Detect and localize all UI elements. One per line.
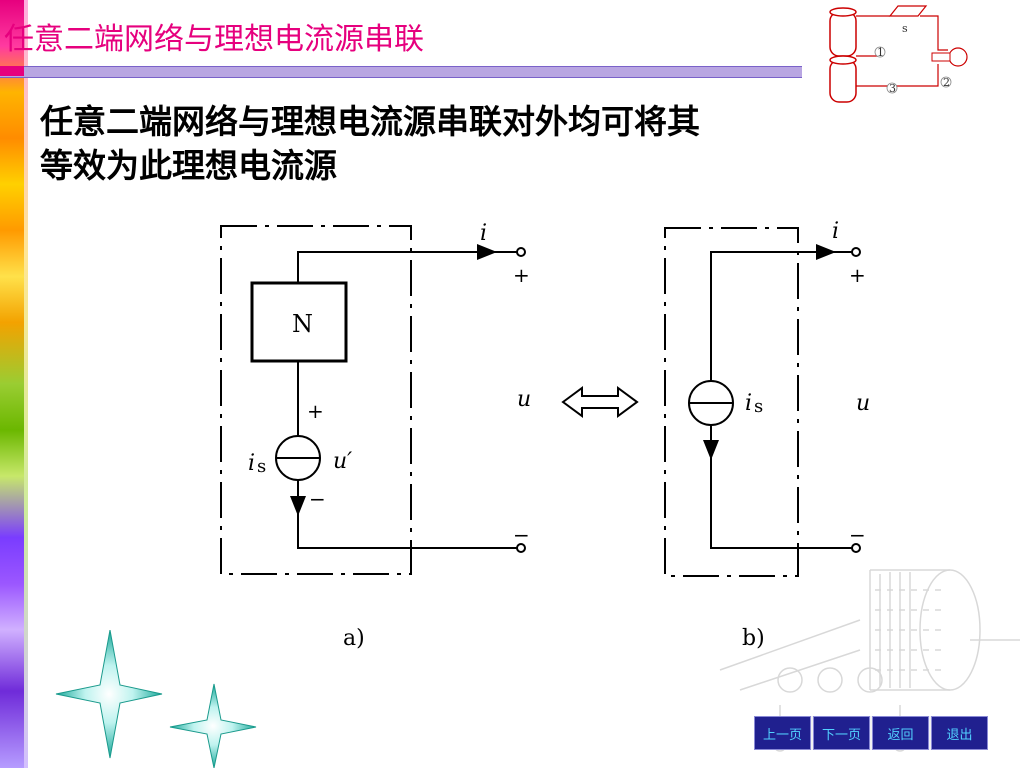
logo-marker-1: 1 [877,46,884,59]
exit-button[interactable]: 退出 [931,716,988,750]
logo-bulb [931,47,968,67]
star-small-icon [169,683,257,768]
circuit-a-inner-plus: + [307,399,324,423]
circuit-a-inner-minus: − [309,487,326,511]
star-large-icon [55,630,163,759]
circuit-b-current-source [688,380,734,426]
circuit-a-dashed-frame [220,225,412,575]
equivalence-double-arrow [561,386,639,418]
circuit-b-dashed-frame [664,227,799,577]
logo-marker-1-circle [874,46,886,58]
circuit-b-low-wire [710,425,853,549]
circuit-b-top-wire [710,251,853,381]
circuit-b-source-subscript: s [754,396,763,417]
circuit-a-current-label: i [480,221,487,246]
circuit-a-plus-top: + [513,263,530,287]
caption-a: a) [343,626,365,651]
circuit-a-low-wire [297,480,518,549]
circuit-b-voltage-label: u [856,391,870,416]
body-line-1: 任意二端网络与理想电流源串联对外均可将其 [40,102,700,141]
header-rule [0,66,802,78]
body-statement: 任意二端网络与理想电流源串联对外均可将其 等效为此理想电流源 [40,100,840,188]
circuit-b-source-label: i [745,391,752,416]
left-decorative-strip [0,0,28,768]
logo-wires [856,15,948,87]
circuit-a-current-source [275,435,321,481]
page-title: 任意二端网络与理想电流源串联 [4,22,424,57]
circuit-a-inner-voltage: u′ [333,449,352,474]
circuit-a-box-label: N [292,310,313,338]
circuit-logo: s 1 2 3 [829,5,968,103]
logo-marker-2: 2 [943,76,950,89]
circuit-a-voltage-label: u [517,387,531,412]
back-button[interactable]: 返回 [872,716,929,750]
decorative-stars [55,630,257,768]
circuit-a-source-subscript: s [257,456,266,477]
circuit-a-source-label: i [248,451,255,476]
circuit-a-network-box [250,281,348,363]
next-page-button[interactable]: 下一页 [813,716,870,750]
circuit-a [220,225,526,575]
circuit-b-bottom-terminal [851,543,861,553]
logo-marker-3-circle [886,82,898,94]
header-rule-accent [0,66,24,76]
circuit-b-minus-bottom: − [849,523,866,547]
logo-coil-top [829,7,857,57]
body-line-2: 等效为此理想电流源 [40,146,337,185]
logo-marker-2-circle [940,76,952,88]
circuit-a-minus-bottom: − [513,523,530,547]
circuit-b [664,227,861,577]
circuit-a-top-wire [297,251,518,282]
circuit-b-top-terminal [851,247,861,257]
logo-switch-label: s [902,22,908,35]
circuit-a-top-terminal [516,247,526,257]
logo-marker-3: 3 [889,82,896,95]
circuit-b-plus-top: + [849,263,866,287]
logo-coil-bottom [829,55,857,103]
logo-switch [888,5,928,17]
navigation-bar: 上一页 下一页 返回 退出 [754,716,988,750]
circuit-b-current-label: i [832,219,839,244]
prev-page-button[interactable]: 上一页 [754,716,811,750]
caption-b: b) [742,626,765,651]
circuit-a-bottom-terminal [516,543,526,553]
